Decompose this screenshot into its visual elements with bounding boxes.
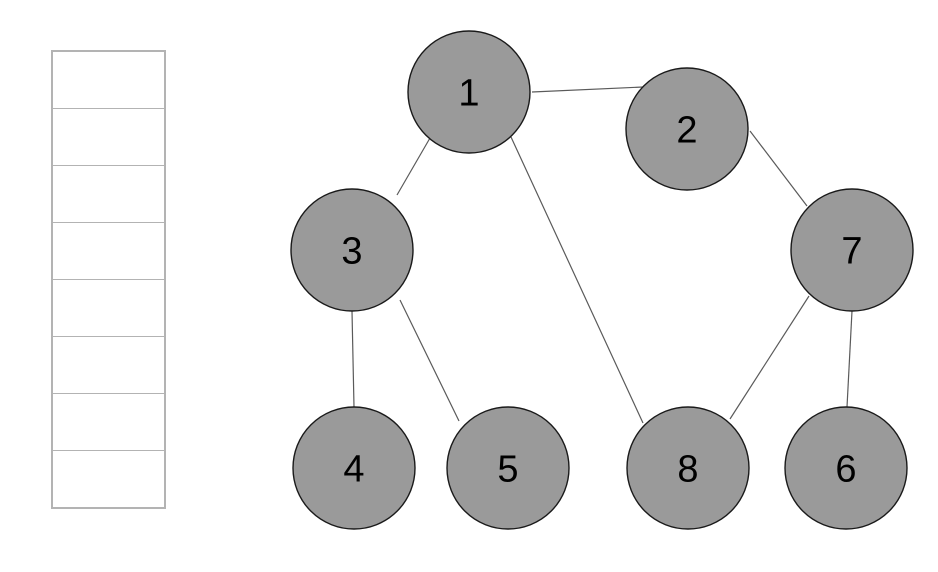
array-cell-3 <box>53 166 164 223</box>
graph-node-label-1: 1 <box>458 72 479 114</box>
graph-node-5[interactable]: 5 <box>446 406 570 530</box>
graph-node-label-5: 5 <box>497 448 518 490</box>
graph-edge-1-8 <box>510 136 644 424</box>
graph-node-circle-2[interactable] <box>625 67 749 191</box>
array-cell-2 <box>53 109 164 166</box>
graph-node-label-2: 2 <box>676 109 697 151</box>
graph-node-6[interactable]: 6 <box>784 406 908 530</box>
empty-array-table <box>51 50 166 509</box>
graph-node-circle-1[interactable] <box>407 30 531 154</box>
graph-node-7[interactable]: 7 <box>790 188 914 312</box>
graph-node-circle-8[interactable] <box>626 406 750 530</box>
array-cell-7 <box>53 394 164 451</box>
array-cell-5 <box>53 280 164 337</box>
graph-edge-7-8 <box>729 295 810 420</box>
graph-node-circle-5[interactable] <box>446 406 570 530</box>
graph-node-1[interactable]: 1 <box>407 30 531 154</box>
array-cell-8 <box>53 451 164 507</box>
graph-node-label-7: 7 <box>841 230 862 272</box>
graph-node-4[interactable]: 4 <box>292 406 416 530</box>
graph-node-label-8: 8 <box>677 448 698 490</box>
graph-edge-7-6 <box>846 310 853 408</box>
graph-node-circle-4[interactable] <box>292 406 416 530</box>
graph-node-2[interactable]: 2 <box>625 67 749 191</box>
graph-node-circle-3[interactable] <box>290 188 414 312</box>
graph-edge-3-5 <box>399 299 460 422</box>
graph-node-8[interactable]: 8 <box>626 406 750 530</box>
graph-node-circle-7[interactable] <box>790 188 914 312</box>
array-cell-6 <box>53 337 164 394</box>
array-cell-4 <box>53 223 164 280</box>
graph-node-label-4: 4 <box>343 448 364 490</box>
graph-node-label-6: 6 <box>835 448 856 490</box>
graph-edge-3-4 <box>351 310 355 408</box>
graph-edge-1-3 <box>396 137 431 196</box>
graph-node-3[interactable]: 3 <box>290 188 414 312</box>
graph-node-label-3: 3 <box>341 230 362 272</box>
graph-node-circle-6[interactable] <box>784 406 908 530</box>
graph-edge-2-7 <box>749 130 808 207</box>
graph-edge-1-2 <box>531 86 644 93</box>
array-cell-1 <box>53 52 164 109</box>
